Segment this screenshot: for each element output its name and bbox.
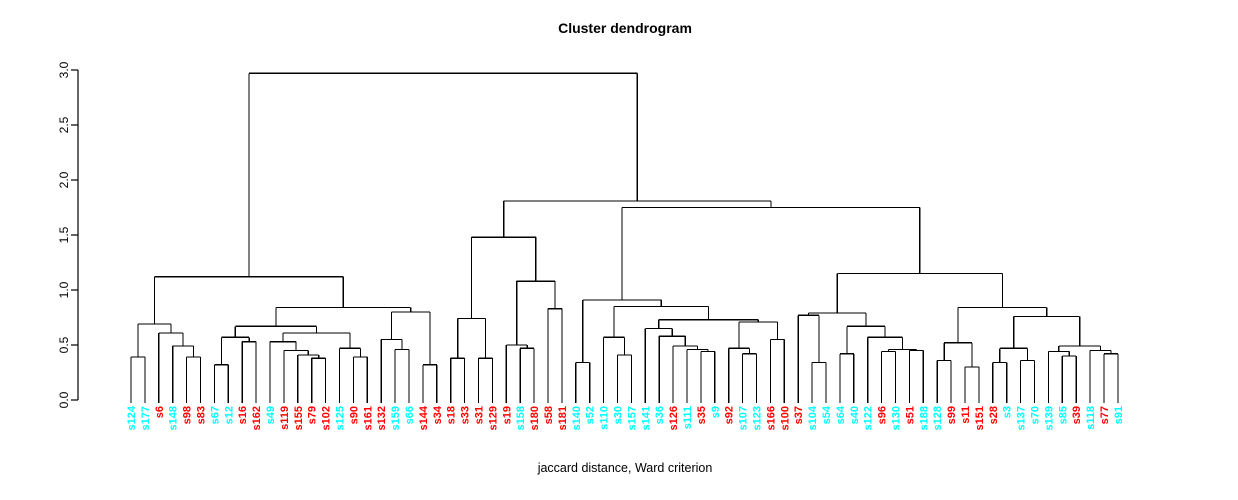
y-axis-tick-label: 1.0 — [57, 281, 71, 298]
leaf-label-s36: s36 — [654, 406, 666, 424]
leaf-label-s70: s70 — [1030, 406, 1042, 424]
leaf-label-s67: s67 — [209, 406, 221, 424]
leaf-label-s12: s12 — [223, 406, 235, 424]
leaf-label-s58: s58 — [543, 406, 555, 424]
plot-title: Cluster dendrogram — [558, 20, 692, 36]
leaf-label-s151: s151 — [974, 406, 986, 430]
leaf-label-s130: s130 — [891, 406, 903, 430]
leaf-label-s119: s119 — [279, 406, 291, 430]
y-axis: 0.0 0.5 1.0 1.5 2.0 2.5 3.0 — [57, 61, 79, 408]
leaf-label-s90: s90 — [348, 406, 360, 424]
leaf-label-s129: s129 — [487, 406, 499, 430]
leaf-label-s91: s91 — [1113, 406, 1125, 424]
leaf-label-s11: s11 — [960, 406, 972, 424]
leaf-label-s33: s33 — [460, 406, 472, 424]
leaf-label-s96: s96 — [877, 406, 889, 424]
leaf-label-s107: s107 — [738, 406, 750, 430]
leaf-label-s148: s148 — [168, 406, 180, 430]
leaf-label-s141: s141 — [640, 406, 652, 430]
leaf-label-s85: s85 — [1057, 406, 1069, 424]
leaf-label-s66: s66 — [404, 406, 416, 424]
leaf-label-s122: s122 — [863, 406, 875, 430]
leaf-label-s124: s124 — [126, 405, 138, 430]
leaf-label-s77: s77 — [1099, 406, 1111, 424]
leaf-label-s39: s39 — [1071, 406, 1083, 424]
y-axis-tick-label: 0.5 — [57, 336, 71, 353]
leaf-label-s28: s28 — [988, 406, 1000, 424]
leaf-label-s18: s18 — [446, 406, 458, 424]
y-axis-tick-label: 2.5 — [57, 116, 71, 133]
leaf-label-s104: s104 — [807, 405, 819, 430]
leaf-label-s51: s51 — [904, 406, 916, 424]
leaf-label-s92: s92 — [724, 406, 736, 424]
leaf-label-s155: s155 — [293, 406, 305, 430]
leaf-label-s140: s140 — [571, 406, 583, 430]
leaf-label-s19: s19 — [501, 406, 513, 424]
leaf-label-s158: s158 — [515, 406, 527, 430]
leaf-label-s177: s177 — [140, 406, 152, 430]
leaf-label-s64: s64 — [835, 405, 847, 424]
leaf-label-s30: s30 — [613, 406, 625, 424]
leaf-label-s16: s16 — [237, 406, 249, 424]
leaf-label-s40: s40 — [849, 406, 861, 424]
leaf-label-s31: s31 — [474, 406, 486, 424]
leaf-label-s34: s34 — [432, 405, 444, 424]
leaf-label-s139: s139 — [1043, 406, 1055, 430]
leaf-label-s52: s52 — [585, 406, 597, 424]
leaf-label-s137: s137 — [1016, 406, 1028, 430]
y-axis-tick-label: 1.5 — [57, 226, 71, 243]
y-axis-tick-label: 2.0 — [57, 171, 71, 188]
leaf-label-s157: s157 — [626, 406, 638, 430]
leaf-label-s100: s100 — [779, 406, 791, 430]
y-axis-tick-label: 0.0 — [57, 391, 71, 408]
leaf-label-s132: s132 — [376, 406, 388, 430]
leaf-label-s118: s118 — [1085, 406, 1097, 430]
leaf-label-s102: s102 — [321, 406, 333, 430]
leaf-label-s110: s110 — [599, 406, 611, 430]
y-axis-tick-label: 3.0 — [57, 61, 71, 78]
leaf-label-s144: s144 — [418, 405, 430, 430]
leaf-label-s128: s128 — [932, 406, 944, 430]
leaf-label-s35: s35 — [696, 406, 708, 424]
leaf-label-s166: s166 — [765, 406, 777, 430]
leaf-label-s6: s6 — [154, 406, 166, 418]
leaf-label-s79: s79 — [307, 406, 319, 424]
leaf-label-s123: s123 — [752, 406, 764, 430]
leaf-label-s111: s111 — [682, 406, 694, 429]
leaf-label-s98: s98 — [182, 406, 194, 424]
leaf-label-s162: s162 — [251, 406, 263, 430]
leaf-label-s180: s180 — [529, 406, 541, 430]
leaf-label-s54: s54 — [821, 405, 833, 424]
dendrogram-links — [130, 72, 1119, 403]
x-axis-caption: jaccard distance, Ward criterion — [537, 461, 713, 475]
leaf-label-s188: s188 — [918, 406, 930, 430]
leaf-label-s181: s181 — [557, 406, 569, 430]
leaf-label-s9: s9 — [710, 406, 722, 418]
leaf-label-s83: s83 — [196, 406, 208, 424]
leaf-label-s126: s126 — [668, 406, 680, 430]
leaf-label-s49: s49 — [265, 406, 277, 424]
leaf-label-s161: s161 — [362, 406, 374, 430]
leaf-label-s3: s3 — [1002, 406, 1014, 418]
leaf-label-s37: s37 — [793, 406, 805, 424]
leaf-label-s125: s125 — [335, 406, 347, 430]
leaf-label-s99: s99 — [946, 406, 958, 424]
leaf-label-s159: s159 — [390, 406, 402, 430]
